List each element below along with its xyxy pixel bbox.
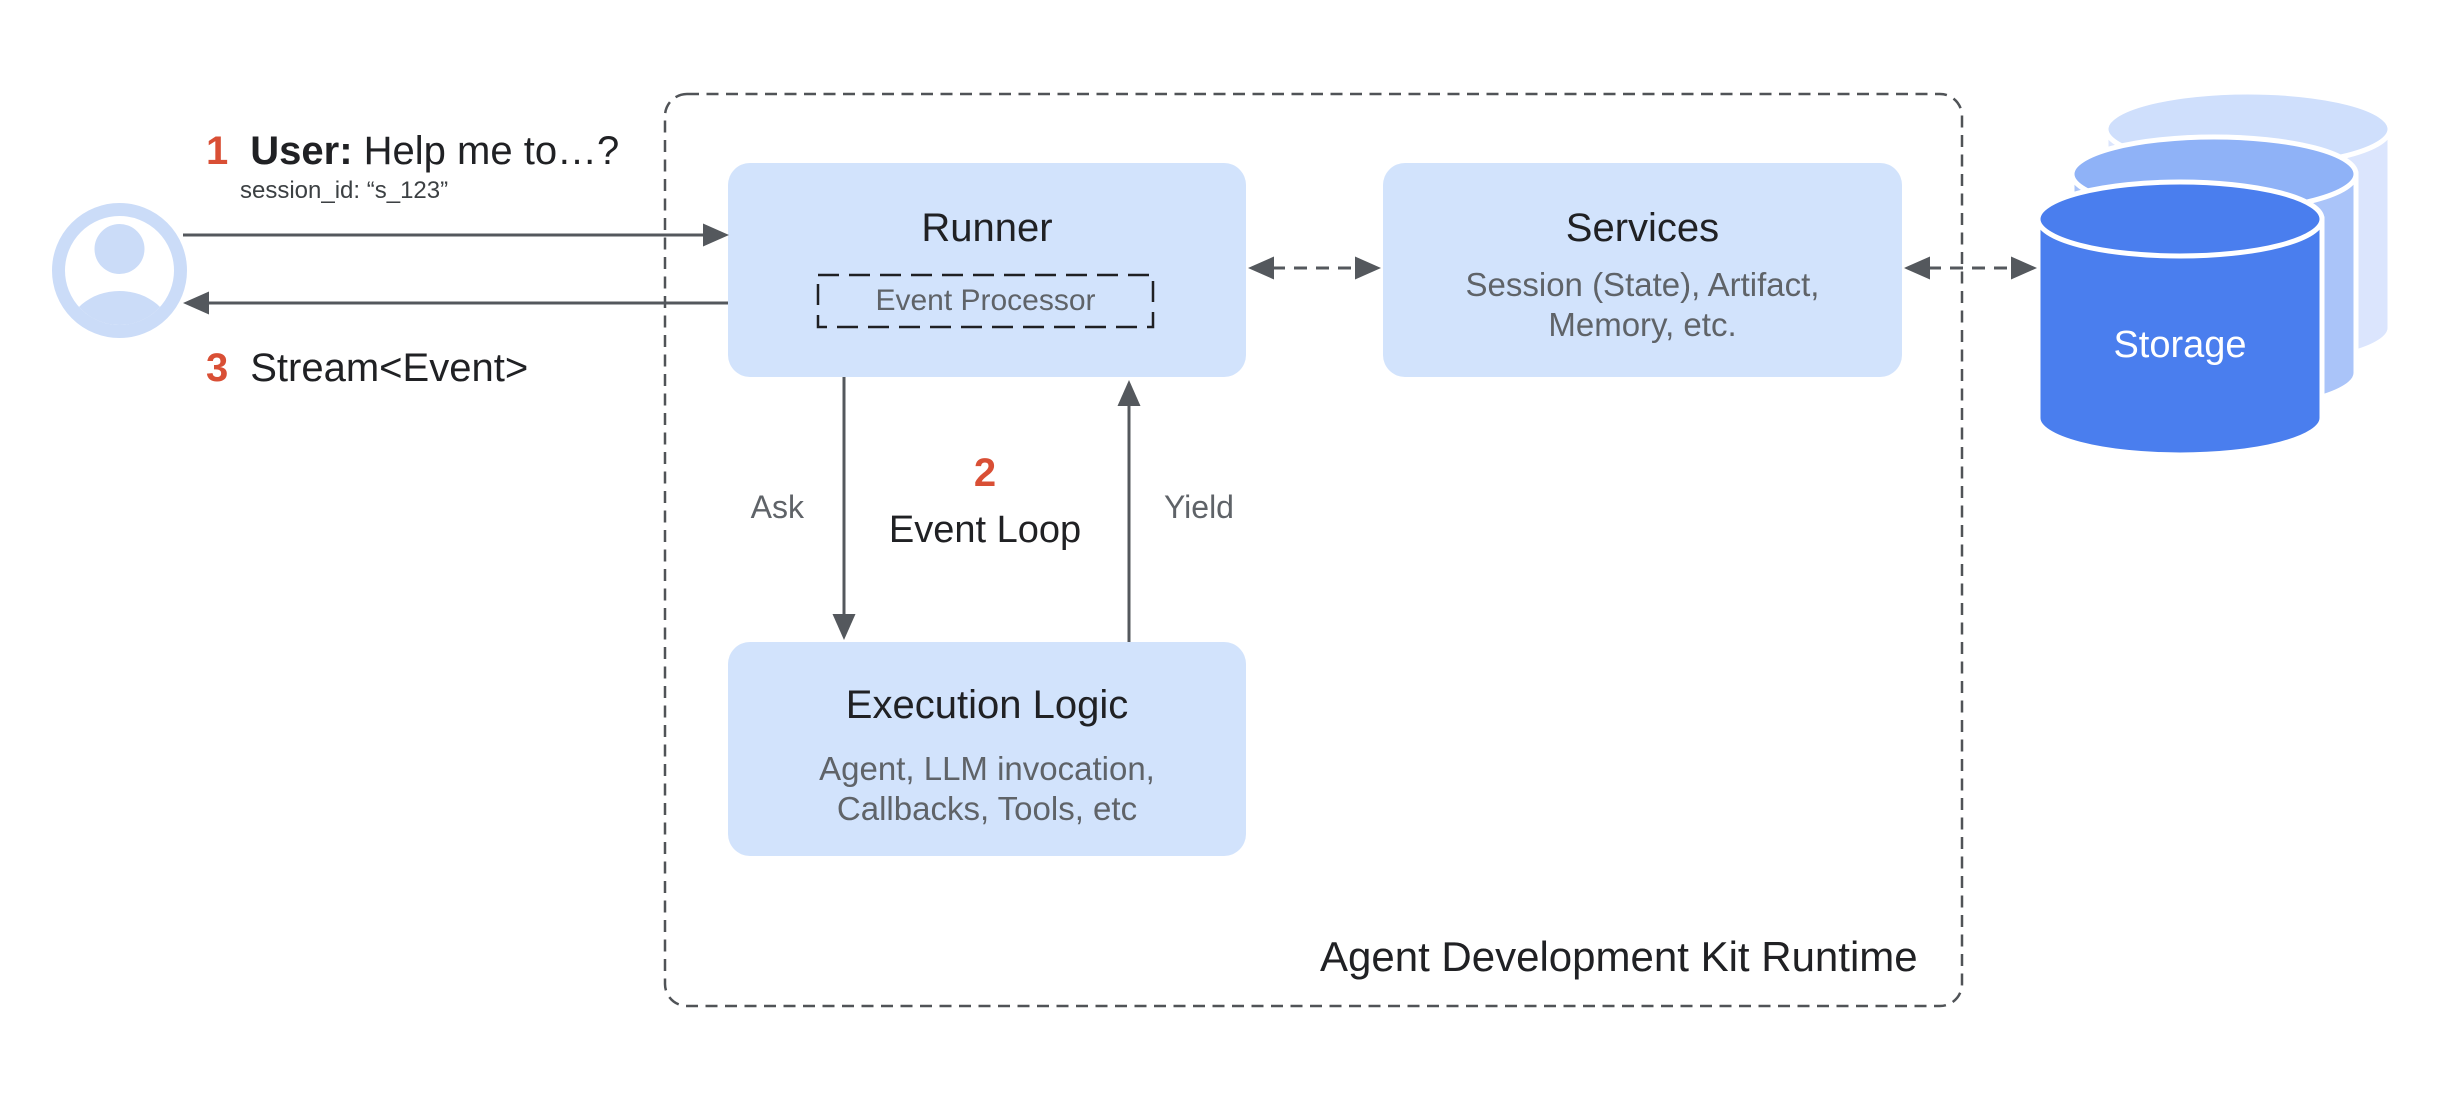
runner-box	[728, 163, 1246, 377]
services-description: Session (State), Artifact, Memory, etc.	[1383, 265, 1902, 345]
step1-actor: User:	[250, 129, 353, 173]
step3-number: 3	[206, 346, 229, 390]
step1-message: Help me to…?	[363, 129, 620, 173]
step1-label: 1 User: Help me to…?	[206, 127, 619, 175]
runner-services-arrow	[1248, 256, 1381, 280]
event-processor-label: Event Processor	[875, 284, 1096, 317]
session-id-label: session_id: “s_123”	[240, 177, 449, 204]
user-icon-ring	[52, 203, 187, 338]
execution-logic-description-line2: Callbacks, Tools, etc	[836, 790, 1138, 827]
services-title: Services	[1565, 206, 1720, 250]
runtime-caption: Agent Development Kit Runtime	[1320, 933, 1918, 980]
step3-label: 3 Stream<Event>	[206, 344, 528, 392]
storage-cylinder-middle-top	[2069, 134, 2359, 214]
request-arrow	[183, 223, 729, 247]
step1-text: User: Help me to…?	[250, 127, 619, 175]
yield-label: Yield	[1164, 489, 1234, 525]
event-loop-label: Event Loop	[888, 509, 1082, 551]
user-icon-shoulders	[66, 291, 173, 325]
storage-cylinder-front-top	[2035, 179, 2325, 259]
execution-logic-description: Agent, LLM invocation, Callbacks, Tools,…	[728, 749, 1246, 829]
services-description-line1: Session (State), Artifact,	[1465, 266, 1820, 303]
step3-message: Stream<Event>	[250, 346, 529, 390]
step2-number: 2	[973, 451, 997, 495]
ask-label: Ask	[750, 489, 804, 525]
execution-logic-description-line1: Agent, LLM invocation,	[819, 750, 1155, 787]
storage-cylinder-back-top	[2103, 89, 2393, 169]
services-description-line2: Memory, etc.	[1548, 306, 1737, 343]
ask-arrow	[832, 377, 856, 640]
user-icon-head	[94, 224, 145, 274]
yield-arrow	[1117, 380, 1141, 642]
storage-cylinder-middle-body	[2069, 171, 2359, 413]
user-icon	[52, 203, 187, 338]
runner-title: Runner	[921, 206, 1053, 250]
storage-icon	[2035, 89, 2393, 458]
execution-logic-title: Execution Logic	[845, 683, 1129, 727]
storage-label: Storage	[2113, 324, 2247, 366]
services-storage-arrow	[1904, 256, 2037, 280]
step1-number: 1	[206, 129, 229, 173]
stream-arrow	[183, 291, 728, 315]
